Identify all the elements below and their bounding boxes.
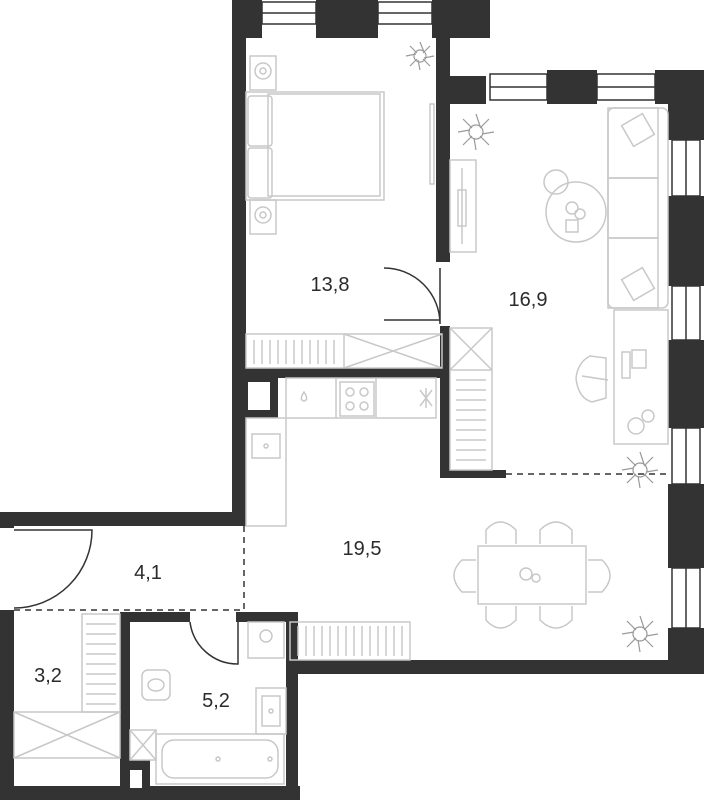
plants	[405, 41, 659, 653]
plant-icon	[621, 615, 659, 653]
wardrobe-icon	[245, 333, 443, 369]
sofa-icon	[607, 107, 669, 309]
vent-shaft-icon	[129, 729, 157, 761]
furniture	[13, 55, 669, 785]
toilet-icon	[141, 669, 171, 701]
room-area-bedroom: 13,8	[311, 274, 350, 296]
sink-icon	[251, 433, 281, 459]
wardrobe-icon	[289, 621, 411, 661]
plant-icon	[621, 451, 659, 489]
room-area-bathroom: 5,2	[202, 690, 230, 712]
storage-closet-icon	[13, 613, 121, 759]
washing-machine-icon	[247, 621, 285, 659]
dining-table-icon	[453, 521, 611, 629]
plant-icon	[405, 41, 435, 71]
nightstand-icon	[249, 55, 277, 91]
area-labels: 13,8 16,9 19,5 4,1 3,2 5,2	[34, 274, 547, 712]
room-area-kitchen-dining: 19,5	[343, 538, 382, 560]
kitchen-counter-icon	[245, 377, 437, 527]
windows	[261, 1, 701, 629]
doors	[13, 267, 441, 665]
bed-icon	[245, 91, 385, 201]
freezer-snowflake-icon	[419, 388, 433, 408]
desk-icon	[613, 309, 669, 445]
room-dividers	[14, 473, 668, 612]
coffee-table-icon	[543, 169, 607, 243]
plant-icon	[457, 113, 495, 151]
office-chair-icon	[575, 355, 609, 403]
room-area-hallway: 4,1	[134, 562, 162, 584]
tv-unit-icon	[449, 159, 477, 253]
water-drop-icon	[300, 390, 308, 402]
stove-icon	[339, 381, 375, 417]
bathtub-icon	[155, 733, 285, 785]
mirror-icon	[429, 103, 435, 185]
nightstand-icon	[249, 199, 277, 235]
washbasin-icon	[255, 687, 287, 735]
room-area-living-room: 16,9	[509, 289, 548, 311]
closet-icon	[449, 327, 493, 471]
room-area-storage: 3,2	[34, 665, 62, 687]
